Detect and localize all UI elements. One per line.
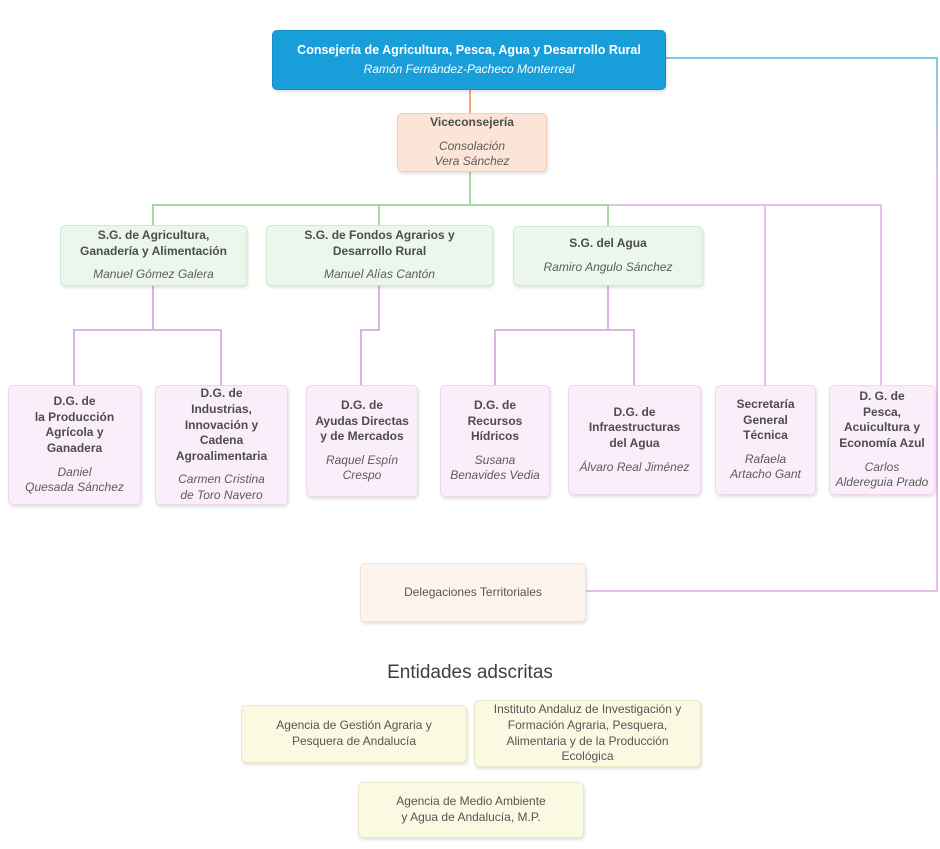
org-node-dg-ayudas-directas[interactable]: D.G. de Ayudas Directas y de Mercados Ra… — [306, 385, 418, 497]
node-title: Consejería de Agricultura, Pesca, Agua y… — [297, 43, 641, 58]
node-person: Álvaro Real Jiménez — [579, 459, 690, 474]
connector-drop-dg-pesca — [880, 204, 882, 385]
node-title: D.G. de la Producción Agrícola y Ganader… — [34, 394, 115, 455]
node-title: Delegaciones Territoriales — [404, 584, 542, 599]
org-node-secretaria-general-tecnica[interactable]: Secretaría General Técnica Rafaela Artac… — [715, 385, 816, 495]
connector-sg2-jog — [360, 329, 380, 331]
connector-drop-dg-industrias — [220, 329, 222, 385]
node-person: Consolación Vera Sánchez — [434, 138, 510, 169]
org-node-sg-agua[interactable]: S.G. del Agua Ramiro Angulo Sánchez — [513, 226, 703, 286]
entity-title: Agencia de Gestión Agraria y Pesquera de… — [276, 718, 432, 748]
node-title: D. G. de Pesca, Acuicultura y Economía A… — [839, 389, 925, 450]
org-node-consejeria[interactable]: Consejería de Agricultura, Pesca, Agua y… — [272, 30, 666, 90]
connector-dg12-horizontal — [73, 329, 222, 331]
node-person: Carmen Cristina de Toro Navero — [178, 472, 265, 502]
connector-sg2-down — [378, 286, 380, 330]
entities-heading: Entidades adscritas — [387, 662, 553, 683]
node-person: Daniel Quesada Sánchez — [25, 464, 124, 495]
node-title: Secretaría General Técnica — [736, 397, 795, 443]
node-title: D.G. de Infraestructuras del Agua — [588, 404, 681, 450]
org-node-dg-infraestructuras-agua[interactable]: D.G. de Infraestructuras del Agua Álvaro… — [568, 385, 701, 495]
node-person: Susana Benavides Vedia — [450, 452, 540, 483]
node-title: D.G. de Industrias, Innovación y Cadena … — [175, 386, 268, 463]
connector-drop-sg-agua — [607, 204, 609, 227]
node-title: S.G. del Agua — [569, 236, 647, 251]
node-person: Ramiro Angulo Sánchez — [543, 260, 673, 274]
org-node-sg-agricultura-ganaderia[interactable]: S.G. de Agricultura, Ganadería y Aliment… — [60, 225, 247, 286]
org-node-dg-produccion-agricola[interactable]: D.G. de la Producción Agrícola y Ganader… — [8, 385, 141, 505]
org-node-delegaciones-territoriales[interactable]: Delegaciones Territoriales — [360, 563, 586, 622]
org-node-dg-recursos-hidricos[interactable]: D.G. de Recursos Hídricos Susana Benavid… — [440, 385, 550, 497]
node-title: D.G. de Recursos Hídricos — [467, 398, 523, 444]
org-node-dg-industrias[interactable]: D.G. de Industrias, Innovación y Cadena … — [155, 385, 288, 505]
org-node-sg-fondos-agrarios[interactable]: S.G. de Fondos Agrarios y Desarrollo Rur… — [266, 225, 493, 286]
node-title: S.G. de Fondos Agrarios y Desarrollo Rur… — [304, 228, 455, 258]
entity-title: Instituto Andaluz de Investigación y For… — [493, 702, 682, 764]
connector-root-vice — [469, 90, 471, 114]
connector-drop-dg-ayudas — [360, 329, 362, 385]
connector-drop-dg-produccion — [73, 329, 75, 385]
connector-sg-horizontal — [152, 204, 609, 206]
entity-instituto-andaluz-investigacion[interactable]: Instituto Andaluz de Investigación y For… — [474, 700, 701, 767]
connector-delegaciones-horizontal — [586, 590, 938, 592]
node-person: Carlos Aldereguia Prado — [835, 459, 929, 490]
connector-root-right-horizontal — [665, 57, 938, 59]
node-person: Rafaela Artacho Gant — [730, 451, 801, 482]
connector-dg45-horizontal — [494, 329, 635, 331]
node-title: S.G. de Agricultura, Ganadería y Aliment… — [80, 228, 227, 258]
connector-drop-dg-infraestructuras — [633, 329, 635, 385]
org-node-viceconsejeria[interactable]: Viceconsejería Consolación Vera Sánchez — [397, 113, 547, 172]
org-node-dg-pesca-acuicultura[interactable]: D. G. de Pesca, Acuicultura y Economía A… — [829, 385, 935, 495]
node-title: D.G. de Ayudas Directas y de Mercados — [315, 398, 409, 444]
entity-title: Agencia de Medio Ambiente y Agua de Anda… — [396, 794, 546, 824]
connector-sg1-down — [152, 286, 154, 330]
connector-vice-down — [469, 172, 471, 205]
connector-sg-horizontal-right — [607, 204, 882, 206]
node-title: Viceconsejería — [430, 115, 514, 130]
entity-agencia-gestion-agraria[interactable]: Agencia de Gestión Agraria y Pesquera de… — [241, 705, 467, 763]
node-person: Manuel Gómez Galera — [93, 267, 214, 282]
connector-sg3-down — [607, 286, 609, 330]
node-person: Manuel Alías Cantón — [324, 267, 435, 282]
connector-drop-secretaria-general — [764, 204, 766, 385]
entity-agencia-medio-ambiente[interactable]: Agencia de Medio Ambiente y Agua de Anda… — [358, 782, 584, 838]
connector-drop-dg-recursos — [494, 329, 496, 385]
connector-right-vertical — [936, 57, 938, 592]
node-person: Raquel Espín Crespo — [325, 452, 399, 483]
node-person: Ramón Fernández-Pacheco Monterreal — [363, 62, 575, 77]
connector-drop-sg-fondos — [378, 204, 380, 226]
connector-drop-sg-agricultura — [152, 204, 154, 226]
